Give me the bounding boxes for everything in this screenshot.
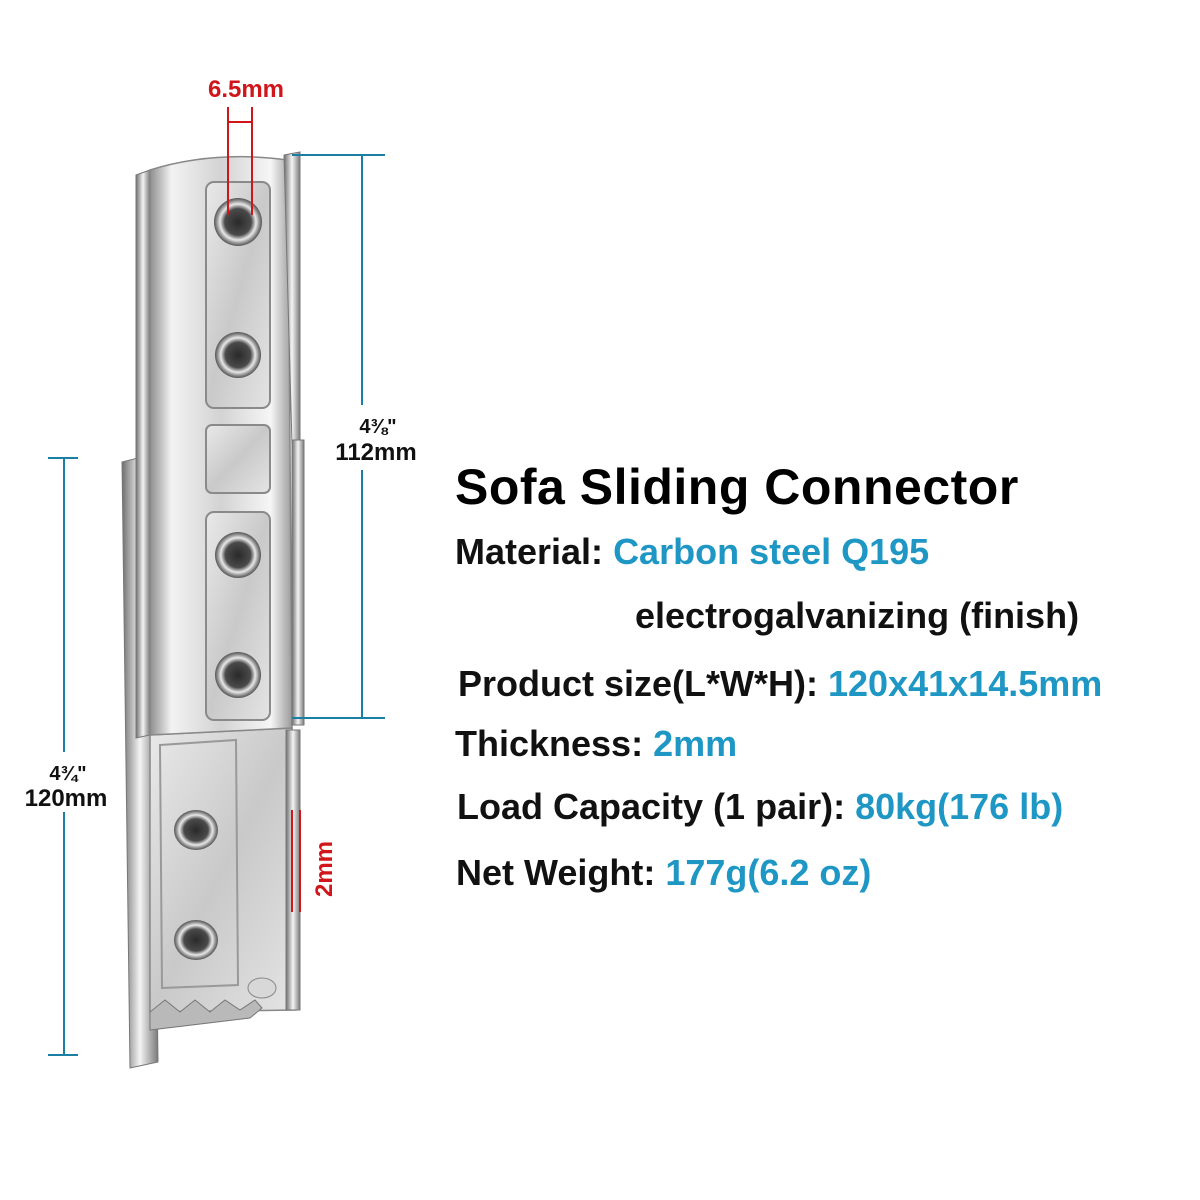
hole-1 — [214, 198, 262, 246]
hole-5 — [174, 810, 218, 850]
product-title: Sofa Sliding Connector — [455, 459, 1019, 515]
spec-thickness: Thickness: 2mm — [455, 726, 737, 762]
hole-3 — [215, 532, 261, 578]
spec-weight: Net Weight: 177g(6.2 oz) — [456, 855, 871, 891]
total-length-mm: 120mm — [25, 785, 108, 812]
upper-bracket — [135, 151, 305, 739]
hole-2 — [215, 332, 261, 378]
total-length-in: 4¾" — [49, 763, 86, 785]
spec-thickness-value: 2mm — [653, 723, 738, 764]
spec-thickness-label: Thickness: — [455, 723, 644, 764]
spec-material-value: Carbon steel Q195 — [613, 531, 930, 572]
upper-length-dimension — [292, 154, 385, 719]
spec-size: Product size(L*W*H): 120x41x14.5mm — [458, 666, 1102, 702]
spec-finish-value: electrogalvanizing (finish) — [635, 595, 1080, 636]
spec-weight-value: 177g(6.2 oz) — [665, 852, 872, 893]
spec-load-label: Load Capacity (1 pair): — [457, 786, 846, 827]
spec-load: Load Capacity (1 pair): 80kg(176 lb) — [457, 789, 1063, 825]
hole-4 — [215, 652, 261, 698]
spec-material-label: Material: — [455, 531, 604, 572]
spec-size-label: Product size(L*W*H): — [458, 663, 818, 704]
spec-weight-label: Net Weight: — [456, 852, 656, 893]
hole-6 — [174, 920, 218, 960]
spec-finish: electrogalvanizing (finish) — [635, 598, 1079, 634]
spec-size-value: 120x41x14.5mm — [828, 663, 1103, 704]
thickness-label: 2mm — [311, 841, 338, 897]
mounting-holes — [174, 198, 262, 960]
spec-load-value: 80kg(176 lb) — [855, 786, 1064, 827]
upper-length-mm: 112mm — [335, 439, 416, 466]
spec-material: Material: Carbon steel Q195 — [455, 534, 929, 570]
hole-diameter-label: 6.5mm — [208, 76, 284, 103]
total-length-dimension — [48, 457, 78, 1056]
upper-length-in: 4⅜" — [359, 416, 396, 438]
hole-diameter-dimension — [227, 107, 253, 215]
thickness-dimension — [291, 810, 301, 912]
